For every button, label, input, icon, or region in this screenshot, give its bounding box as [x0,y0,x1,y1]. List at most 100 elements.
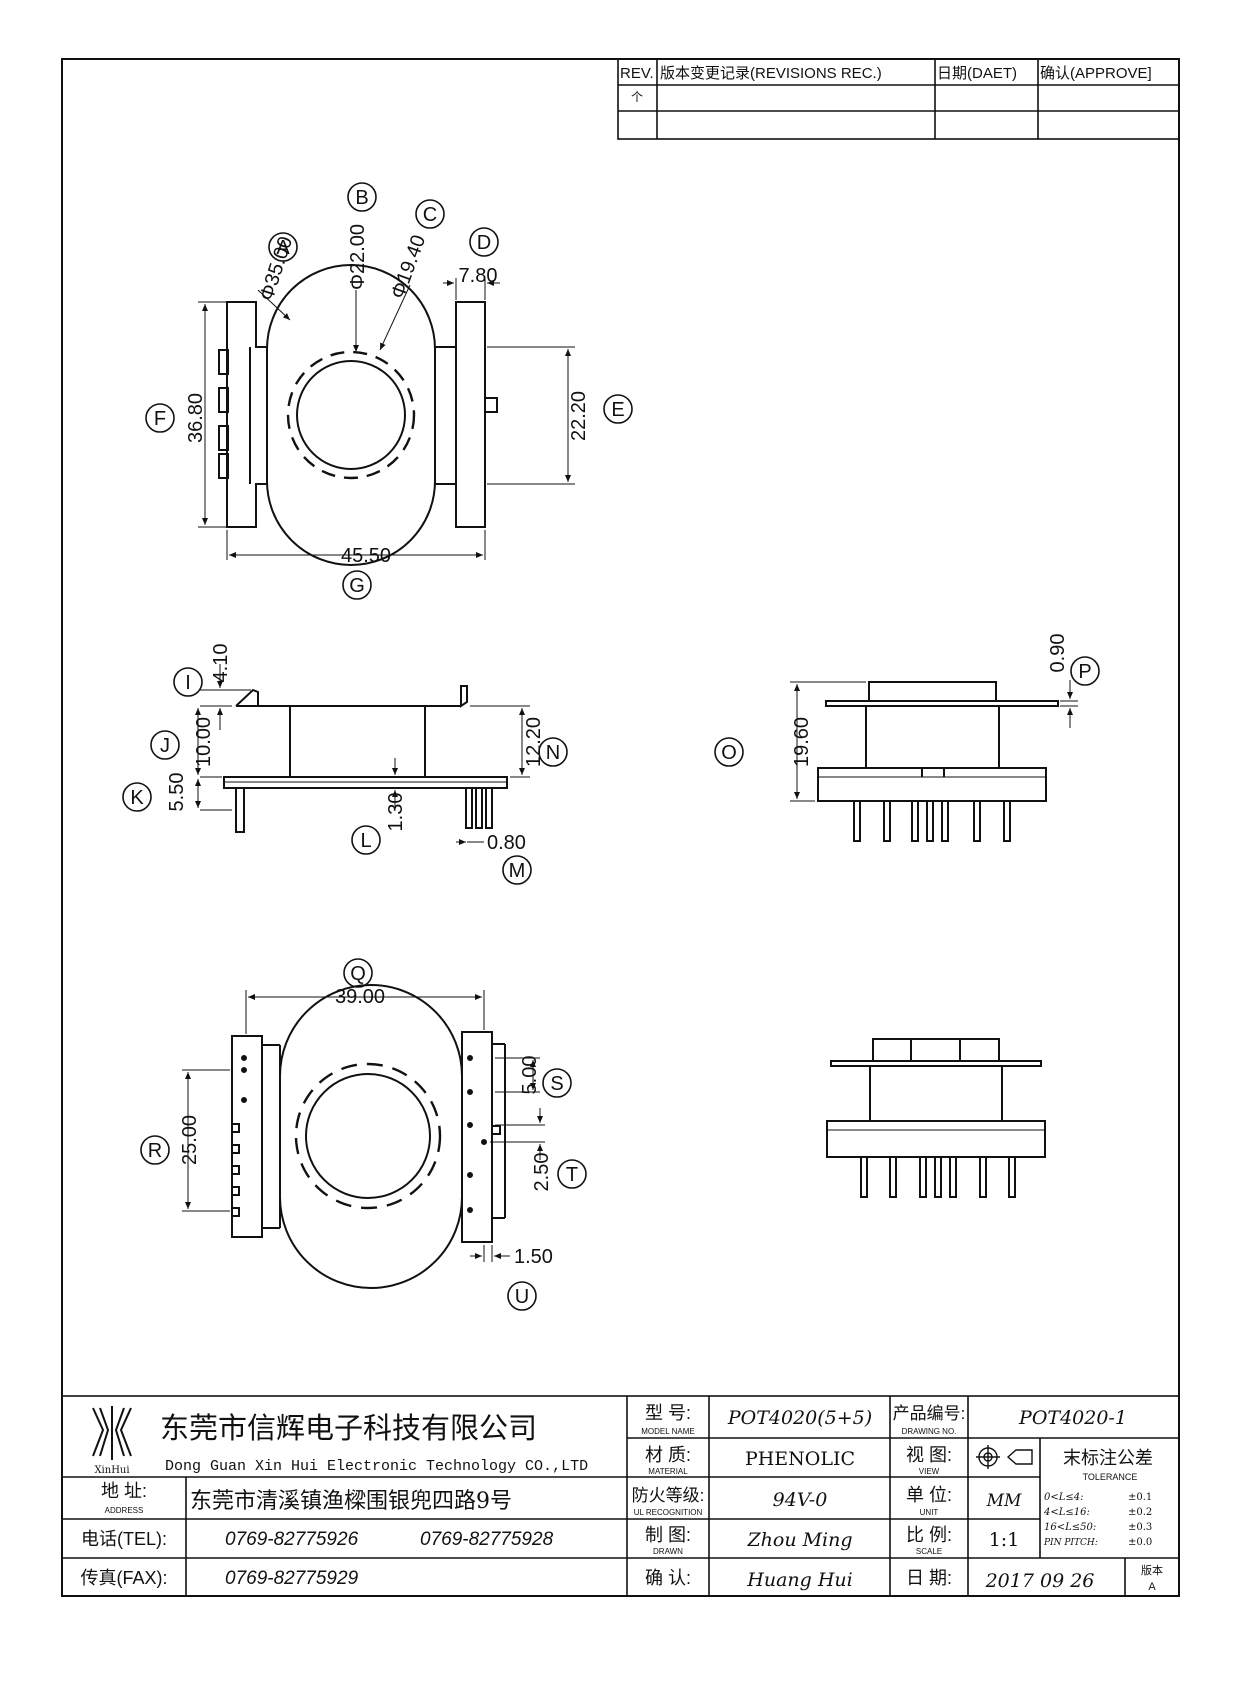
scale-label: 比 例: [906,1525,952,1545]
callout-S: S [550,1073,563,1095]
tolerance-title-en: TOLERANCE [1083,1472,1138,1482]
tol-row-3-value: ±0.3 [1128,1522,1152,1533]
callout-O-circle [714,737,744,767]
tel-label: 电话(TEL): [81,1529,167,1549]
dim-K-label: 5.50 [166,773,188,812]
tolerance-title: 末标注公差 [1063,1448,1153,1468]
dim-I-label: 4.10 [210,644,232,683]
model-value: POT4020(5+5) [727,1407,872,1429]
callout-P: P [1078,661,1091,683]
end-view [826,1038,1046,1198]
material-label-en: MATERIAL [648,1467,688,1476]
dim-L-label: 1.30 [385,793,407,832]
callout-R: R [148,1140,162,1162]
logo-text: XinHui [94,1465,129,1476]
approve-label: 确 认: [645,1568,691,1588]
address-label-en: ADDRESS [105,1506,144,1515]
dim-F-label: 36.80 [185,393,207,443]
address-label: 地 址: [101,1481,147,1501]
callout-E-circle [603,394,633,424]
revision-table [617,58,1180,140]
view-label-en: VIEW [919,1467,940,1476]
callout-L: L [360,830,371,852]
ul-label: 防火等级: [632,1486,705,1505]
sheet-border [61,58,1180,1597]
company-name-en: Dong Guan Xin Hui Electronic Technology … [165,1458,588,1475]
tol-row-3-range: 16<L≤50: [1044,1522,1096,1533]
tol-row-2-value: ±0.2 [1128,1507,1152,1518]
callout-T-circle [557,1159,587,1189]
dim-G-label: 45.50 [341,545,391,567]
callout-J-circle [150,730,180,760]
callout-B-circle [347,182,377,212]
dim-Q-label: 39.00 [335,986,385,1008]
callout-A-circle [268,232,298,262]
rev-header: REV. [620,65,654,82]
callout-Q-circle [343,958,373,988]
scale-label-en: SCALE [916,1547,942,1556]
callout-S-circle [542,1068,572,1098]
callout-M-circle [502,855,532,885]
bottom-view [182,984,545,1289]
callout-C: C [423,204,437,226]
dim-J-label: 10.00 [193,717,215,767]
callout-I-circle [173,667,203,697]
tol-row-4-value: ±0.0 [1128,1537,1152,1548]
drawn-label-en: DRAWN [653,1547,683,1556]
dim-R-label: 25.00 [179,1115,201,1165]
tel-value-1: 0769-82775926 [225,1529,359,1550]
callout-A: A [276,237,290,259]
callout-D: D [477,232,491,254]
ul-value: 94V-0 [773,1489,828,1511]
callout-U: U [515,1286,529,1308]
drawing-no-label-en: DRAWING NO. [902,1427,957,1436]
version-value: A [1148,1581,1156,1593]
tol-row-1-value: ±0.1 [1128,1492,1152,1503]
approved-value: Huang Hui [746,1569,852,1591]
approve-header: 确认(APPROVE] [1040,65,1152,82]
fax-value: 0769-82775929 [225,1568,359,1589]
ul-label-en: UL RECOGNITION [634,1508,703,1517]
dim-E-label: 22.20 [568,391,590,441]
tol-row-1-range: 0<L≤4: [1044,1492,1084,1503]
tel-value-2: 0769-82775928 [420,1529,554,1550]
callout-J: J [160,735,170,757]
model-label-en: MODEL NAME [641,1427,695,1436]
front-view [790,680,1078,842]
unit-label: 单 位: [906,1485,952,1505]
side-view [195,664,530,845]
date-label: 日 期: [906,1568,952,1588]
drawing-no-label: 产品编号: [893,1404,966,1423]
callout-M: M [509,860,526,882]
callout-Q: Q [350,963,366,985]
material-value: PHENOLIC [745,1448,855,1470]
callout-I: I [185,672,191,694]
drawing-no-value: POT4020-1 [1018,1407,1127,1429]
revisions-header: 版本变更记录(REVISIONS REC.) [660,65,882,82]
callout-K: K [130,787,144,809]
top-view [198,264,575,566]
company-logo [92,1406,132,1460]
dim-B-label: Φ22.00 [347,224,369,290]
callout-D-circle [469,227,499,257]
dim-T-label: 2.50 [531,1153,553,1192]
projection-symbol-icon [976,1445,1033,1469]
callout-N: N [546,742,560,764]
callout-P-circle [1070,656,1100,686]
callout-F: F [154,408,166,430]
unit-value: MM [986,1491,1022,1511]
callout-C-circle [415,199,445,229]
material-label: 材 质: [645,1445,691,1465]
dim-U-label: 1.50 [514,1246,553,1268]
dim-O-label: 19.60 [791,717,813,767]
callout-G: G [349,575,365,597]
callout-U-circle [507,1281,537,1311]
date-header: 日期(DAET) [937,65,1017,82]
title-block [61,1395,1180,1597]
callout-K-circle [122,782,152,812]
callout-T: T [566,1164,578,1186]
scale-value: 1:1 [989,1529,1020,1551]
callout-N-circle [538,737,568,767]
drawn-label: 制 图: [645,1525,691,1545]
